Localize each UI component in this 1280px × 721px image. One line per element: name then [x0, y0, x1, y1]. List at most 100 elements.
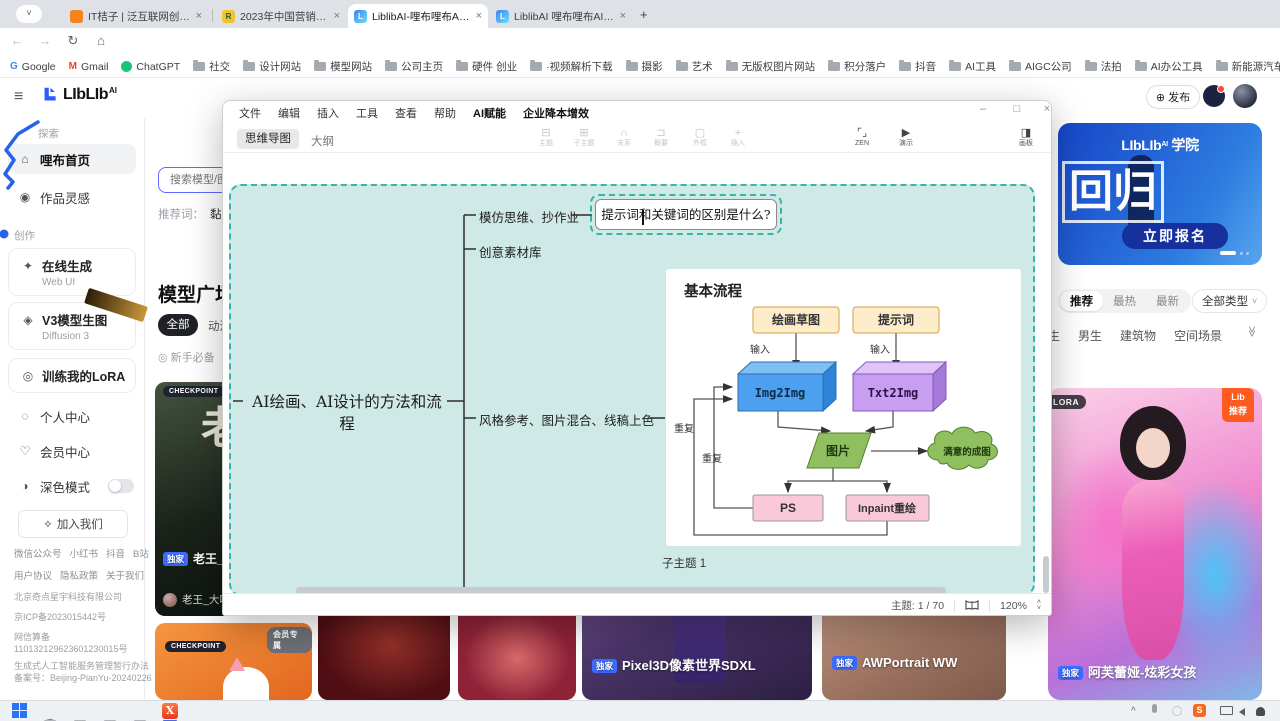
- bookmark-folder-photo[interactable]: 摄影: [625, 59, 663, 74]
- bookmark-folder-fapai[interactable]: 法拍: [1084, 59, 1122, 74]
- bookmark-folder-aigc[interactable]: AIGC公司: [1009, 59, 1072, 74]
- dark-mode-toggle[interactable]: [108, 479, 135, 493]
- notification-bell-icon[interactable]: [1256, 704, 1265, 719]
- feed-tab-hot[interactable]: 最热: [1113, 296, 1136, 308]
- zoom-stepper[interactable]: ˄ ˅: [1037, 599, 1041, 612]
- sidebar-card-online-gen[interactable]: ✦在线生成 Web UI: [8, 248, 136, 296]
- tool-subtopic[interactable]: ⊞子主题: [567, 127, 601, 148]
- mindmap-canvas[interactable]: AI绘画、AI设计的方法和流程 模仿思维、抄作业 创意素材库 风格参考、图片混合…: [223, 153, 1051, 593]
- tab-close-icon[interactable]: ×: [333, 10, 340, 22]
- microphone-tray-icon[interactable]: [1152, 704, 1157, 716]
- tab-close-icon[interactable]: ×: [475, 10, 482, 22]
- link-about[interactable]: 关于我们: [106, 571, 145, 582]
- branch-node-style[interactable]: 风格参考、图片混合、线稿上色: [479, 413, 655, 428]
- zoom-level[interactable]: 120%: [1000, 599, 1027, 612]
- bookmark-folder-art[interactable]: 艺术: [675, 59, 713, 74]
- bookmark-folder-video[interactable]: ·视频解析下载: [530, 59, 613, 74]
- volume-tray-icon[interactable]: [1239, 704, 1245, 719]
- menu-help[interactable]: 帮助: [434, 108, 456, 120]
- publish-button[interactable]: ⊕ 发布: [1146, 85, 1200, 109]
- sidebar-card-v3[interactable]: ◈V3模型生图 Diffusion 3: [8, 287, 148, 350]
- sidebar-item-personal[interactable]: ◌ 个人中心: [8, 401, 136, 431]
- link-terms[interactable]: 用户协议: [14, 571, 53, 582]
- back-icon[interactable]: ←: [10, 33, 24, 48]
- category-boy[interactable]: 男生: [1078, 329, 1103, 343]
- banner-cta-button[interactable]: 立即报名: [1122, 223, 1228, 249]
- bookmark-folder-models[interactable]: 模型网站: [314, 59, 372, 74]
- branch-node-imitate[interactable]: 模仿思维、抄作业: [479, 210, 580, 225]
- menu-file[interactable]: 文件: [239, 108, 261, 120]
- taskbar-xmind-icon[interactable]: X: [162, 703, 178, 719]
- reload-icon[interactable]: ↻: [67, 33, 79, 48]
- menu-enterprise[interactable]: 企业降本增效: [523, 108, 589, 120]
- bookmark-folder-social[interactable]: 社交: [193, 59, 230, 74]
- bookmark-folder-aitools[interactable]: AI工具: [949, 59, 996, 74]
- sidebar-item-inspiration[interactable]: ◉ 作品灵感: [19, 190, 91, 206]
- tool-present[interactable]: ▶演示: [889, 127, 923, 148]
- bookmark-folder-points[interactable]: 积分落户: [828, 59, 886, 74]
- horizontal-scrollbar[interactable]: [296, 587, 946, 593]
- sidebar-item-home[interactable]: ⌂ 哩布首页: [8, 144, 136, 174]
- join-us-button[interactable]: ✧ 加入我们: [18, 510, 128, 538]
- category-scene[interactable]: 空间场景: [1174, 329, 1223, 343]
- bookmark-folder-ev[interactable]: 新能源汽车: [1215, 59, 1280, 74]
- sidebar-item-member[interactable]: ♡ 会员中心: [19, 444, 91, 460]
- liblib-logo[interactable]: LIbLIb AI: [42, 86, 117, 104]
- menu-icon[interactable]: ≡: [14, 88, 24, 105]
- menu-tools[interactable]: 工具: [356, 108, 378, 120]
- notification-button[interactable]: [1203, 85, 1225, 107]
- window-close-button[interactable]: ×: [1043, 103, 1051, 115]
- menu-ai[interactable]: AI赋能: [473, 108, 506, 120]
- window-maximize-button[interactable]: □: [1013, 103, 1021, 115]
- branch-node-material[interactable]: 创意素材库: [479, 245, 542, 260]
- mindmap-window[interactable]: 文件 编辑 插入 工具 查看 帮助 AI赋能 企业降本增效 – □ × 思维导图…: [222, 100, 1052, 616]
- tool-relation[interactable]: ∩关系: [607, 127, 641, 148]
- bookmark-folder-freepic[interactable]: 无版权图片网站: [725, 59, 815, 74]
- tab-liblib-active[interactable]: L LiblibAI-哩布哩布AI - 中国领先 ×: [348, 4, 488, 28]
- carousel-indicator[interactable]: [1220, 251, 1236, 255]
- feed-tab-recommend[interactable]: 推荐: [1060, 291, 1103, 311]
- tool-topic[interactable]: ⊟主题: [529, 127, 563, 148]
- bookmark-folder-aioffice[interactable]: AI办公工具: [1134, 59, 1203, 74]
- user-avatar[interactable]: [1233, 84, 1257, 108]
- map-overview-icon[interactable]: [965, 600, 979, 611]
- start-button[interactable]: [12, 703, 28, 719]
- tab-search-button[interactable]: ˅: [16, 5, 42, 23]
- menu-edit[interactable]: 编辑: [278, 108, 300, 120]
- carousel-dots[interactable]: [1240, 252, 1249, 255]
- view-tab-mindmap[interactable]: 思维导图: [237, 129, 299, 149]
- bookmark-folder-douyin[interactable]: 抖音: [899, 59, 936, 74]
- bookmark-folder-hardware[interactable]: 硬件 创业: [456, 59, 517, 74]
- subtopic-node[interactable]: 子主题 1: [662, 558, 707, 570]
- window-minimize-button[interactable]: –: [979, 103, 987, 115]
- tool-board[interactable]: ◨画板: [1009, 127, 1043, 148]
- type-filter-dropdown[interactable]: 全部类型 ˅: [1192, 289, 1268, 313]
- flowchart-image-node[interactable]: 基本流程: [666, 269, 1021, 546]
- forward-icon[interactable]: →: [38, 33, 52, 48]
- tray-icon-dim[interactable]: [1172, 706, 1182, 719]
- link-privacy[interactable]: 隐私政策: [60, 571, 99, 582]
- tool-frame[interactable]: ▢外框: [683, 127, 717, 148]
- link-bilibili[interactable]: B站: [133, 549, 149, 560]
- home-icon[interactable]: ⌂: [97, 33, 105, 48]
- link-xiaohongshu[interactable]: 小红书: [69, 549, 99, 560]
- bookmark-folder-company[interactable]: 公司主页: [385, 59, 443, 74]
- tool-insert[interactable]: +插入: [721, 127, 755, 148]
- bookmark-chatgpt[interactable]: ChatGPT: [121, 61, 180, 73]
- tab-close-icon[interactable]: ×: [195, 10, 202, 22]
- new-tab-button[interactable]: +: [640, 7, 648, 22]
- bookmark-folder-design[interactable]: 设计网站: [243, 59, 301, 74]
- menu-view[interactable]: 查看: [395, 108, 417, 120]
- tab-aigc-report[interactable]: R 2023年中国营销领域AIGC技术 ×: [216, 4, 346, 28]
- tool-zen[interactable]: ⌜⌟ZEN: [845, 127, 879, 148]
- tab-close-icon[interactable]: ×: [619, 10, 626, 22]
- category-building[interactable]: 建筑物: [1120, 329, 1157, 343]
- filter-chip-all[interactable]: 全部: [158, 314, 198, 336]
- link-wechat[interactable]: 微信公众号: [14, 549, 62, 560]
- model-card-lora-girl[interactable]: 独家阿芙蕾娅-炫彩女孩: [1048, 388, 1262, 700]
- tool-summary[interactable]: ⊐概要: [644, 127, 678, 148]
- menu-insert[interactable]: 插入: [317, 108, 339, 120]
- sogou-input-icon[interactable]: S: [1193, 704, 1206, 717]
